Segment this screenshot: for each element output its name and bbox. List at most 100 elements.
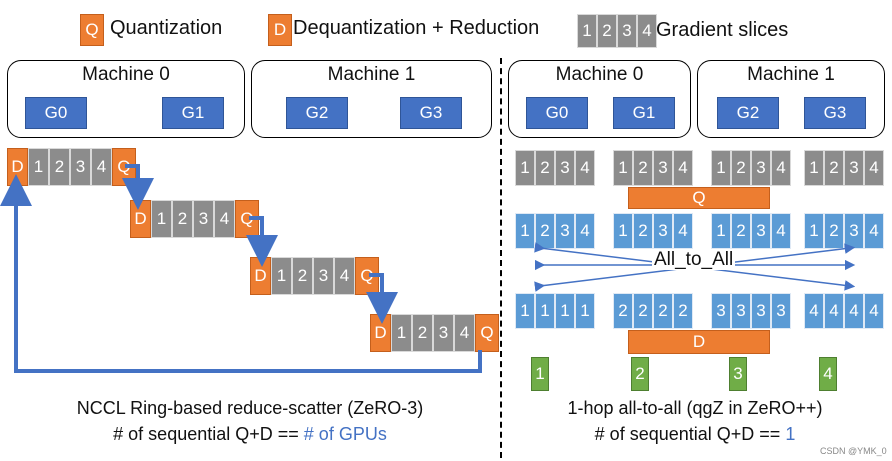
slice: 2: [731, 150, 751, 186]
slice: 3: [313, 257, 334, 295]
slice: 4: [864, 150, 884, 186]
gpu-g0: G0: [25, 97, 87, 129]
step-arrow: [246, 216, 278, 267]
slice: 1: [613, 150, 633, 186]
wrap-around-arrow: [0, 174, 482, 373]
slice: 2: [731, 213, 751, 249]
step-arrow: [366, 273, 398, 324]
slice: 1: [28, 148, 49, 186]
legend-slice: 4: [637, 14, 657, 48]
slice: 1: [535, 293, 555, 329]
gray-slice-group: 1 2 3 4: [711, 150, 791, 186]
output-slice: 4: [819, 357, 837, 391]
slice: 2: [653, 293, 673, 329]
slice: 4: [91, 148, 112, 186]
slice: 3: [844, 150, 864, 186]
legend-q-label: Quantization: [110, 17, 223, 39]
legend-slice: 1: [577, 14, 597, 48]
gray-slice-group: 1 2 3 4: [515, 150, 595, 186]
slice: 4: [575, 150, 595, 186]
slice: 2: [292, 257, 313, 295]
legend-slice: 2: [597, 14, 617, 48]
slice: 3: [653, 150, 673, 186]
all-to-all-label: All_to_All: [652, 249, 736, 270]
slice: 3: [731, 293, 751, 329]
left-caption-line1: NCCL Ring-based reduce-scatter (ZeRO-3): [76, 398, 424, 418]
left-machine-1-label: Machine 1: [327, 64, 416, 85]
gathered-slice-group: 3 3 3 3: [711, 293, 791, 329]
legend-slices-label: Gradient slices: [656, 19, 789, 41]
gathered-slice-group: 1 1 1 1: [515, 293, 595, 329]
output-slice: 2: [631, 357, 649, 391]
slice: 2: [49, 148, 70, 186]
left-machine-0-label: Machine 0: [82, 64, 170, 85]
gpu-g3: G3: [804, 97, 866, 129]
ring-arrows: [0, 164, 482, 373]
right-caption-prefix: # of sequential Q+D ==: [594, 424, 786, 444]
legend-q-box: Q: [80, 14, 104, 46]
slice: 4: [864, 293, 884, 329]
right-machine-0-label: Machine 0: [555, 64, 644, 85]
slice: 1: [555, 293, 575, 329]
watermark: CSDN @YMK_0: [820, 446, 887, 456]
gray-slice-group: 1 2 3 4: [613, 150, 693, 186]
slice: 2: [535, 150, 555, 186]
slice: 1: [151, 200, 172, 238]
slice: 4: [214, 200, 235, 238]
slice: 2: [172, 200, 193, 238]
legend-q-letter: Q: [85, 20, 99, 39]
section-divider: [500, 58, 502, 458]
slice: 3: [711, 293, 731, 329]
blue-slice-group: 1 2 3 4: [804, 213, 884, 249]
slice: 1: [711, 150, 731, 186]
left-caption-highlight: # of GPUs: [303, 424, 387, 444]
left-caption-line2: # of sequential Q+D == # of GPUs: [20, 424, 480, 445]
slice: 4: [454, 314, 475, 352]
quantize-bar: Q: [628, 187, 770, 209]
gathered-slice-group: 4 4 4 4: [804, 293, 884, 329]
slice: 4: [864, 213, 884, 249]
blue-slice-group: 1 2 3 4: [515, 213, 595, 249]
gpu-g0: G0: [526, 97, 588, 129]
gpu-g1: G1: [162, 97, 224, 129]
slice: 1: [575, 293, 595, 329]
right-caption-line2: # of sequential Q+D == 1: [505, 424, 885, 445]
dequantize-bar: D: [628, 330, 770, 354]
slice: 1: [515, 293, 535, 329]
gpu-g3: G3: [400, 97, 462, 129]
right-caption-highlight: 1: [785, 424, 796, 444]
gathered-slice-group: 2 2 2 2: [613, 293, 693, 329]
slice: 4: [804, 293, 824, 329]
right-caption-line1: 1-hop all-to-all (qgZ in ZeRO++): [567, 398, 823, 418]
slice: 4: [771, 150, 791, 186]
slice: 2: [412, 314, 433, 352]
slice: 3: [751, 293, 771, 329]
left-caption-prefix: # of sequential Q+D ==: [113, 424, 304, 444]
gray-slice-group: 1 2 3 4: [804, 150, 884, 186]
legend-d-box: D: [268, 14, 292, 46]
slice: 4: [844, 293, 864, 329]
q-box: Q: [475, 314, 499, 352]
blue-slice-group: 1 2 3 4: [613, 213, 693, 249]
legend-d-label: Dequantization + Reduction: [293, 17, 540, 39]
slice: 2: [673, 293, 693, 329]
slice: 3: [751, 150, 771, 186]
slice: 2: [824, 150, 844, 186]
slice: 4: [575, 213, 595, 249]
slice: 2: [633, 150, 653, 186]
right-machine-1-label: Machine 1: [747, 64, 835, 85]
slice: 2: [633, 293, 653, 329]
legend-slices: 1 2 3 4: [577, 14, 657, 48]
output-slice: 3: [729, 357, 747, 391]
blue-slice-group: 1 2 3 4: [711, 213, 791, 249]
slice: 3: [555, 150, 575, 186]
slice: 3: [70, 148, 91, 186]
ring-chain: D 1 2 3 4 Q: [130, 200, 259, 238]
gpu-g2: G2: [717, 97, 779, 129]
gpu-g1: G1: [613, 97, 675, 129]
legend-slice: 3: [617, 14, 637, 48]
slice: 3: [193, 200, 214, 238]
gpu-g2: G2: [286, 97, 348, 129]
slice: 4: [824, 293, 844, 329]
slice: 2: [613, 293, 633, 329]
